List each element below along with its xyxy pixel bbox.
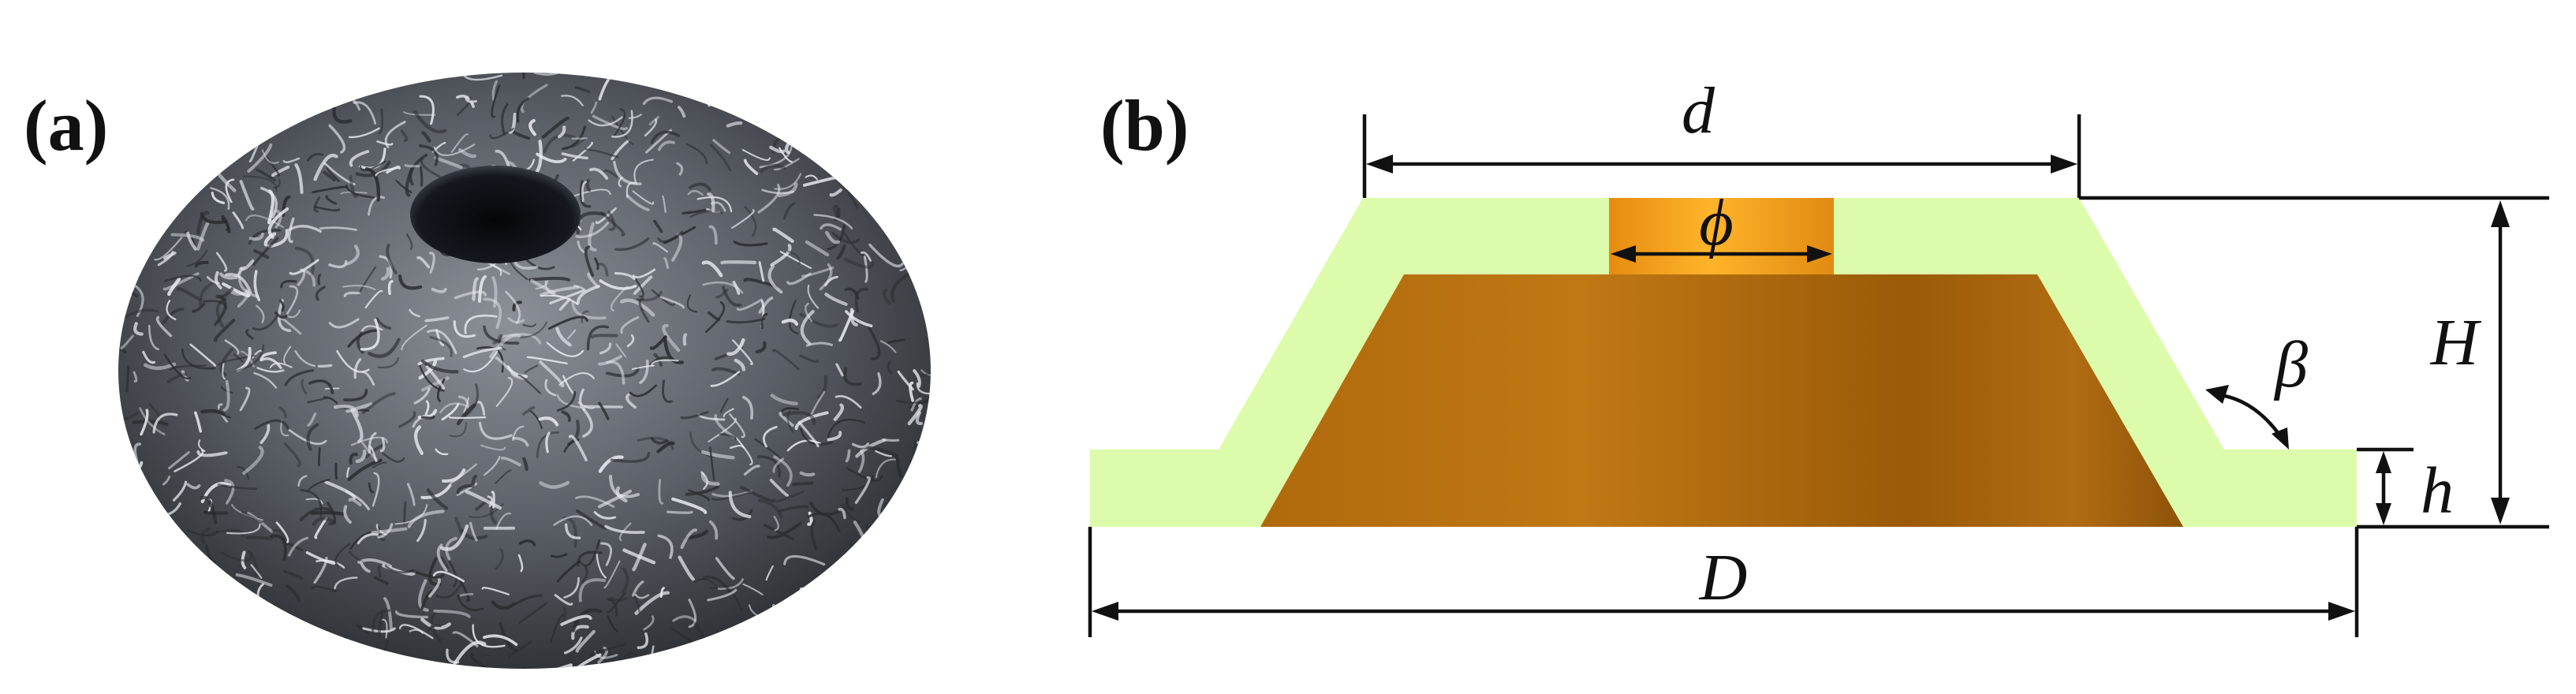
panel-b: (b) d ϕ H: [1088, 74, 2549, 637]
angle-beta-label: β: [2273, 328, 2308, 401]
core-cone: [1260, 274, 2183, 527]
panel-a: (a): [24, 73, 931, 669]
dimension-h: h: [2357, 447, 2454, 528]
dimension-H-label: H: [2430, 306, 2482, 379]
panel-b-label: (b): [1100, 85, 1189, 166]
center-hole: [410, 166, 581, 263]
wire-mesh-damper-image: [118, 73, 931, 669]
angle-beta: β: [2205, 328, 2308, 450]
top-hole: [1609, 198, 1834, 274]
dimension-H: H: [2079, 196, 2549, 529]
panel-a-label: (a): [24, 85, 108, 166]
dimension-phi: ϕ: [1611, 186, 1832, 263]
dimension-d-label: d: [1682, 74, 1715, 147]
dimension-phi-label: ϕ: [1699, 186, 1733, 259]
dimension-d: d: [1362, 74, 2081, 198]
dimension-D-label: D: [1699, 541, 1748, 614]
dimension-h-label: h: [2421, 454, 2454, 528]
dimension-D: D: [1088, 527, 2359, 637]
